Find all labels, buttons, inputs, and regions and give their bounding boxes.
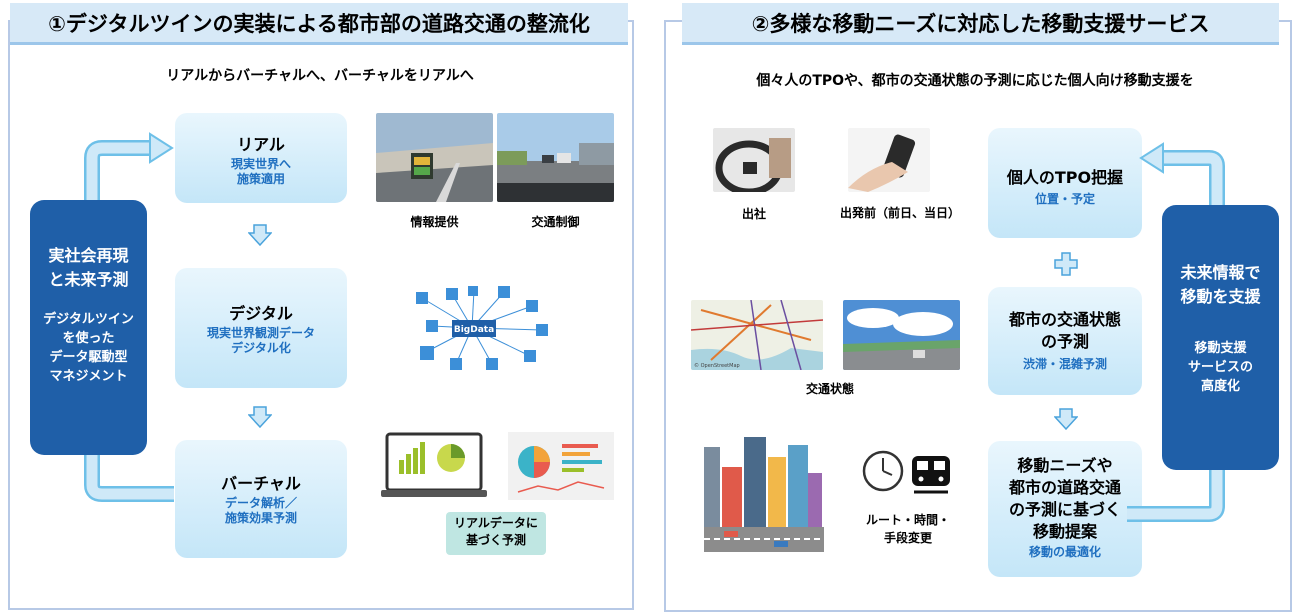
down-arrow-1 [248, 224, 272, 246]
step-mobility-proposal-sub: 移動の最適化 [988, 545, 1142, 560]
step-mobility-proposal: 移動ニーズや 都市の道路交通 の予測に基づく 移動提案 移動の最適化 [988, 441, 1142, 577]
stage-virtual-sub: データ解析／ 施策効果予測 [175, 496, 347, 526]
caption-before-departure: 出発前（前日、当日） [825, 204, 975, 221]
step-traffic-prediction-sub: 渋滞・混雑予測 [988, 357, 1142, 372]
caption-commute: 出社 [713, 205, 795, 222]
step-tpo-sub: 位置・予定 [988, 192, 1142, 207]
traffic-control-photo [497, 113, 614, 202]
left-subtitle: リアルからバーチャルへ、バーチャルをリアルへ [60, 65, 580, 85]
stage-digital: デジタル 現実世界観測データ デジタル化 [175, 268, 347, 388]
caption-route-change: ルート・時間・ 手段変更 [858, 511, 958, 547]
bigdata-network-graphic: BigData [412, 286, 552, 370]
cycle-box-title: 実社会再現 と未来予測 [30, 244, 147, 292]
stage-real: リアル 現実世界へ 施策適用 [175, 113, 347, 203]
caption-traffic-state: 交通状態 [780, 380, 880, 397]
clock-icon [862, 450, 904, 492]
stage-virtual-title: バーチャル [175, 470, 347, 494]
down-arrow-2 [248, 406, 272, 428]
caption-info: 情報提供 [376, 213, 493, 230]
bigdata-label: BigData [454, 325, 494, 335]
right-subtitle: 個々人のTPOや、都市の交通状態の予測に応じた個人向け移動支援を [670, 70, 1280, 90]
stage-real-title: リアル [175, 131, 347, 155]
cycle-box: 実社会再現 と未来予測 デジタルツイン を使った データ駆動型 マネジメント [30, 200, 147, 455]
stage-real-sub: 現実世界へ 施策適用 [175, 157, 347, 187]
cycle-box-body: デジタルツイン を使った データ駆動型 マネジメント [30, 310, 147, 386]
info-sign-photo [376, 113, 493, 202]
future-box: 未来情報で 移動を支援 移動支援 サービスの 高度化 [1162, 205, 1279, 470]
stage-digital-title: デジタル [175, 300, 347, 324]
future-box-title: 未来情報で 移動を支援 [1162, 261, 1279, 309]
driver-photo [713, 128, 795, 192]
step-traffic-prediction-title: 都市の交通状態 の予測 [988, 309, 1142, 353]
caption-traffic-control: 交通制御 [497, 213, 614, 230]
left-panel-title: ①デジタルツインの実装による都市部の道路交通の整流化 [10, 3, 628, 45]
phone-photo [848, 128, 930, 192]
highway-photo [843, 300, 960, 370]
step-tpo: 個人のTPO把握 位置・予定 [988, 128, 1142, 238]
future-box-body: 移動支援 サービスの 高度化 [1162, 339, 1279, 396]
prediction-tag: リアルデータに 基づく予測 [446, 512, 546, 555]
map-credit: © OpenStreetMap [694, 362, 740, 369]
step-tpo-title: 個人のTPO把握 [988, 164, 1142, 188]
dashboard-graphic [508, 432, 614, 500]
laptop-chart-graphic [381, 432, 487, 500]
stage-digital-sub: 現実世界観測データ デジタル化 [175, 326, 347, 356]
city-illustration [704, 437, 824, 552]
step-traffic-prediction: 都市の交通状態 の予測 渋滞・混雑予測 [988, 287, 1142, 395]
train-icon [908, 448, 954, 494]
down-arrow-3 [1054, 408, 1078, 430]
step-mobility-proposal-title: 移動ニーズや 都市の道路交通 の予測に基づく 移動提案 [988, 455, 1142, 543]
right-panel-title: ②多様な移動ニーズに対応した移動支援サービス [682, 3, 1279, 45]
stage-virtual: バーチャル データ解析／ 施策効果予測 [175, 440, 347, 558]
traffic-map: © OpenStreetMap [691, 300, 823, 370]
plus-icon [1054, 252, 1078, 276]
